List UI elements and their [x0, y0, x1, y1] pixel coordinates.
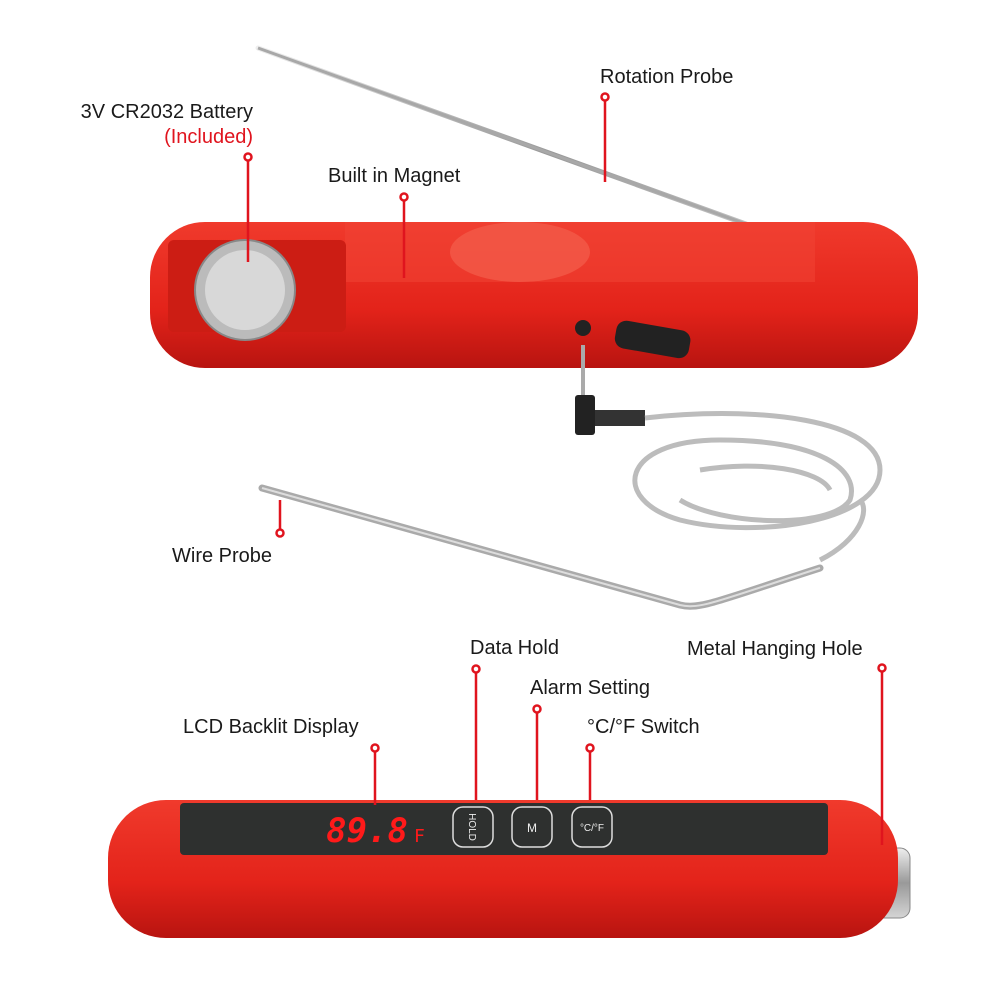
m-button-label: M: [527, 821, 537, 835]
magnet-recess: [450, 222, 590, 282]
m-button[interactable]: M: [511, 806, 553, 848]
coiled-wire: [632, 411, 883, 563]
hold-button[interactable]: HOLD: [452, 806, 494, 848]
magnet-label: Built in Magnet: [328, 165, 461, 187]
unit-switch-button-label: °C/°F: [580, 823, 604, 834]
battery-note: (Included): [164, 126, 253, 148]
probe-clip: [614, 320, 691, 359]
callout-leaders: [243, 92, 887, 845]
hold-button-label: HOLD: [466, 813, 477, 841]
lcd-unit: F: [414, 826, 425, 847]
alarm-setting-label: Alarm Setting: [530, 677, 651, 699]
battery-label: 3V CR2032 Battery: [80, 101, 253, 123]
hanging-hole-label: Metal Hanging Hole: [687, 638, 863, 660]
unit-switch-button[interactable]: °C/°F: [571, 806, 613, 848]
rotation-probe-label: Rotation Probe: [600, 66, 734, 88]
data-hold-label: Data Hold: [470, 637, 559, 659]
lcd-label: LCD Backlit Display: [183, 716, 359, 738]
wire-probe: [258, 484, 824, 610]
probe-jack: [575, 320, 591, 336]
wire-probe-label: Wire Probe: [172, 545, 273, 567]
lcd-readout: 89.8: [326, 811, 408, 851]
wire-connector: [575, 395, 595, 435]
unit-switch-label: °C/°F Switch: [587, 716, 700, 738]
lcd-panel: [180, 803, 828, 855]
